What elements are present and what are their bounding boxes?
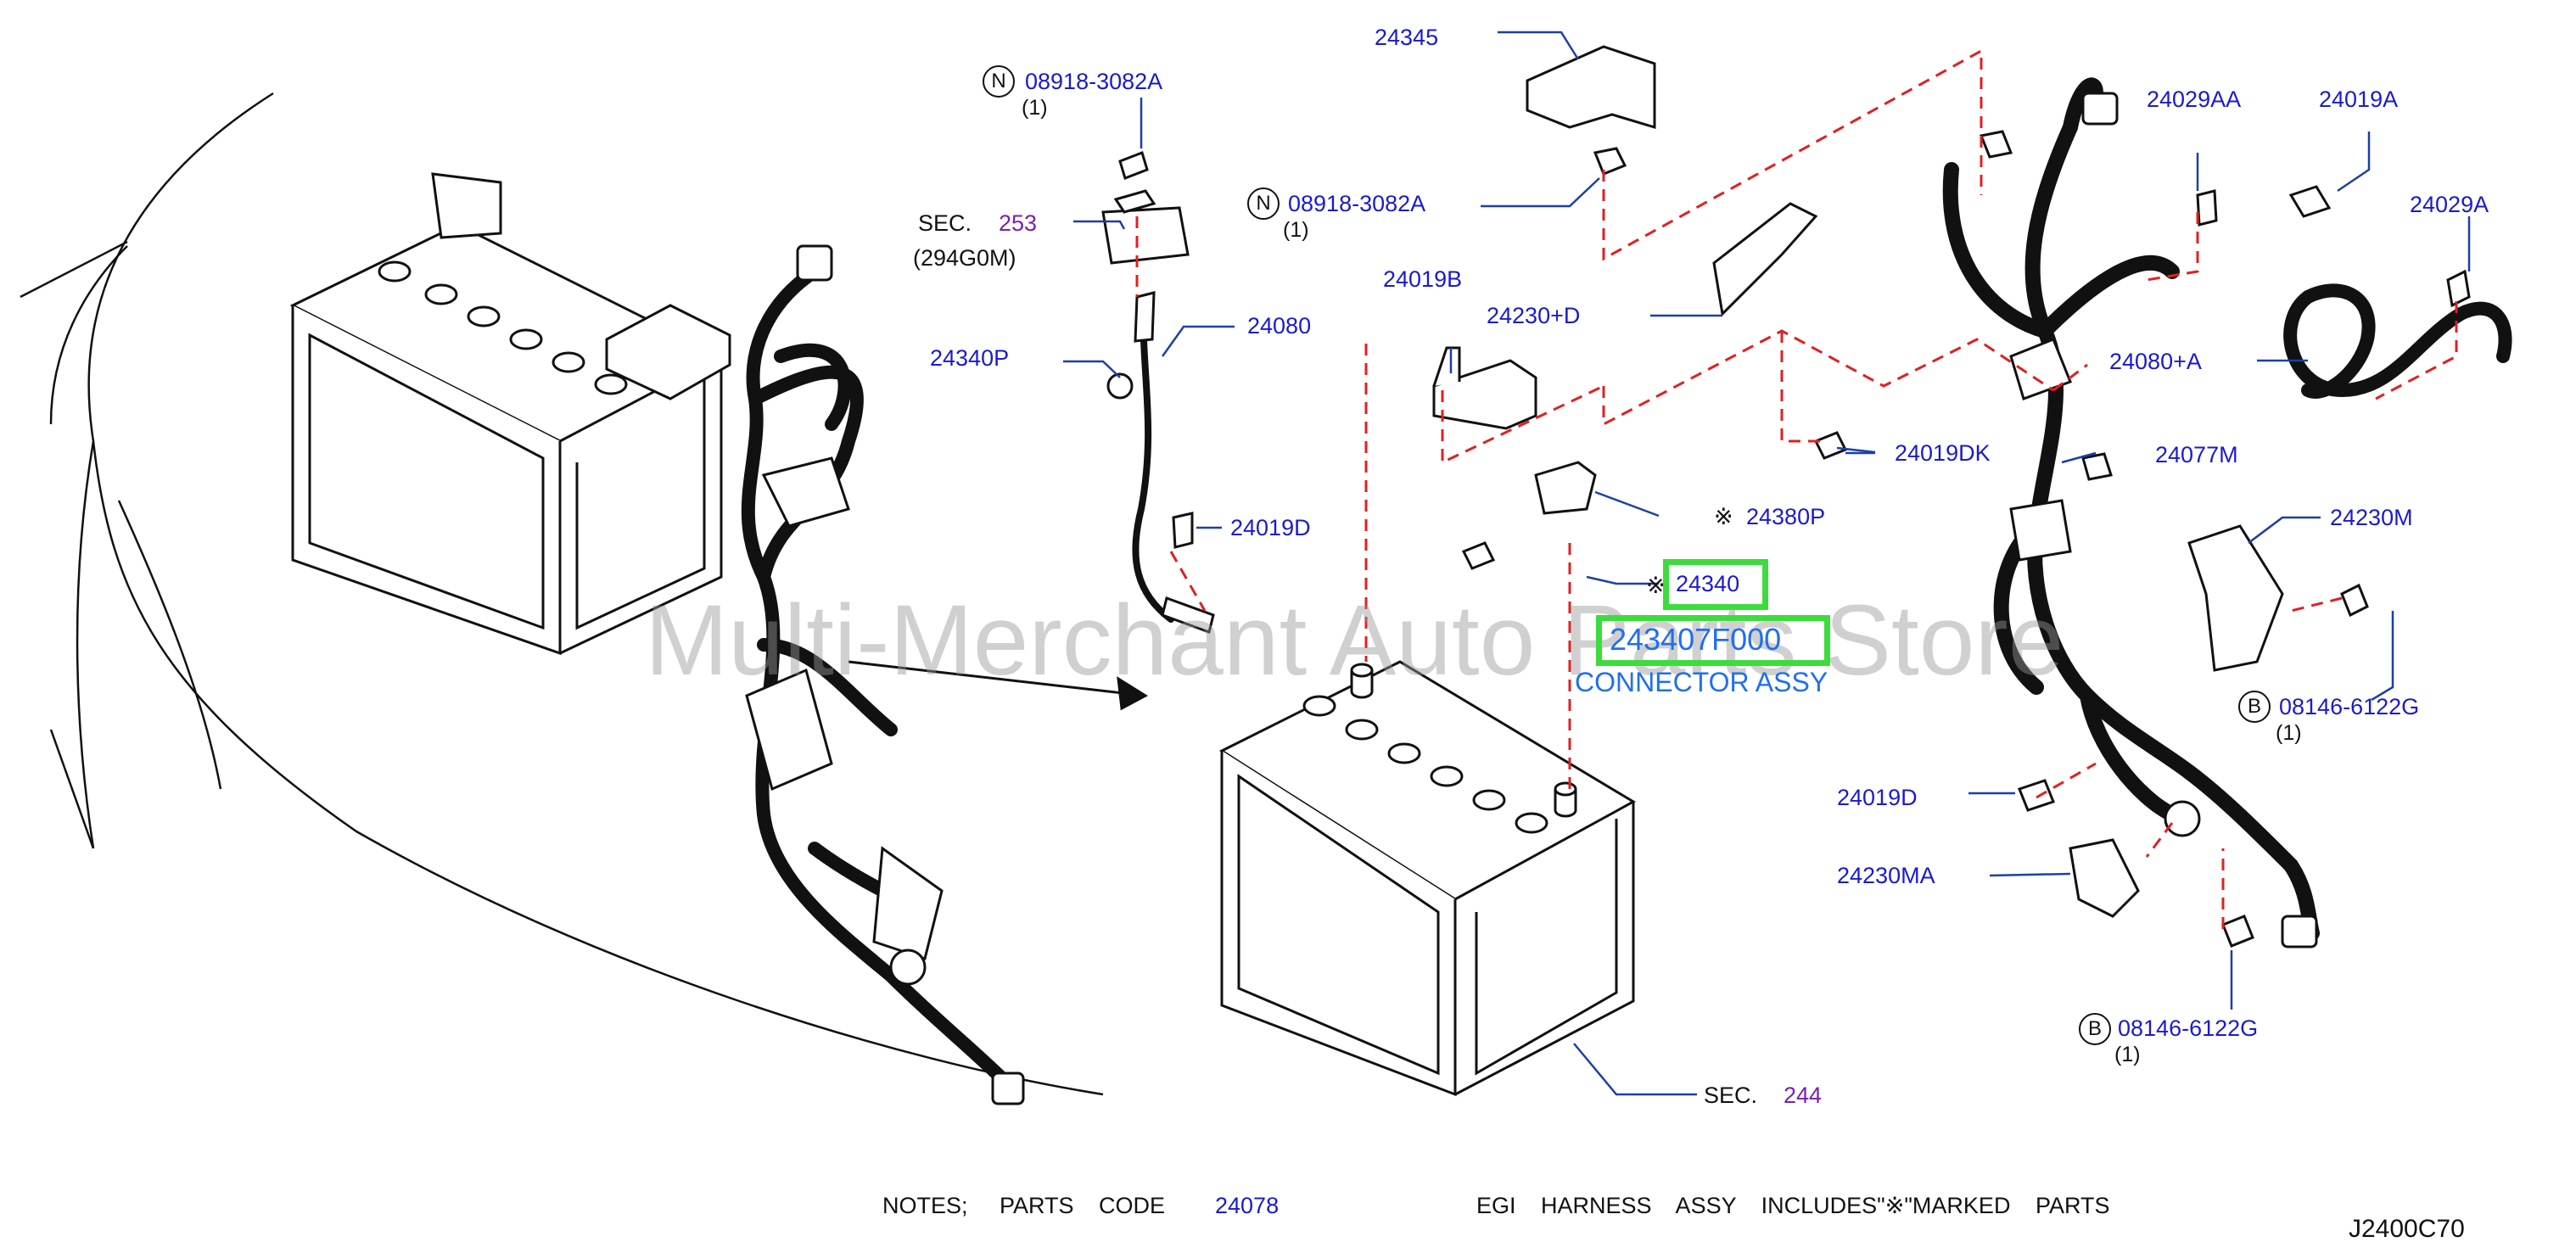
left-battery <box>289 172 731 656</box>
part-label-24380p[interactable]: 24380P <box>1746 504 1826 529</box>
sec-ref-prefix: SEC. <box>918 210 972 236</box>
sec-ref-244[interactable]: 244 <box>1784 1083 1823 1108</box>
part-label-24019d[interactable]: 24019D <box>1230 515 1311 540</box>
qty-label: (1) <box>2276 721 2302 745</box>
mark-symbol: ※ <box>1714 504 1733 529</box>
part-label-24029a[interactable]: 24029A <box>2410 192 2489 217</box>
diagram-code: J2400C70 <box>2349 1215 2465 1243</box>
leader-lines <box>1063 31 2471 1096</box>
highlight-box-catalog <box>1596 615 1830 666</box>
part-label-24029aa[interactable]: 24029AA <box>2147 87 2242 112</box>
part-label-08146-6122g[interactable]: 08146-6122G <box>2279 694 2420 719</box>
highlight-box-part <box>1663 559 1768 610</box>
sec-ref-sub: (294G0M) <box>913 245 1016 271</box>
part-description: CONNECTOR ASSY <box>1575 667 1828 697</box>
part-label-24019a[interactable]: 24019A <box>2319 87 2399 112</box>
part-label-24230m[interactable]: 24230M <box>2330 505 2413 530</box>
part-label-24077m[interactable]: 24077M <box>2155 442 2238 467</box>
part-label-08918-3082a-2[interactable]: 08918-3082A <box>1288 191 1426 216</box>
qty-label: (1) <box>1022 96 1048 120</box>
part-label-24230-d[interactable]: 24230+D <box>1487 303 1581 328</box>
part-label-24019b[interactable]: 24019B <box>1383 266 1463 292</box>
watermark: Multi-Merchant Auto Parts Store <box>645 585 2064 697</box>
b-symbol: B <box>2238 691 2271 723</box>
part-label-24340[interactable]: 24340 <box>1676 571 1740 596</box>
parts-code[interactable]: 24078 <box>1215 1193 1280 1218</box>
cable-24080 <box>1132 336 1174 623</box>
parts-code-label: PARTS CODE <box>1000 1193 1166 1218</box>
qty-label: (1) <box>2114 1043 2141 1066</box>
b-symbol: B <box>2079 1013 2111 1045</box>
part-label-24230ma[interactable]: 24230MA <box>1837 863 1935 888</box>
n-symbol: N <box>1247 187 1280 220</box>
notes-label: NOTES; <box>882 1193 968 1218</box>
mark-symbol: ※ <box>1646 573 1666 598</box>
arrow <box>848 660 1148 711</box>
part-label-24019dk[interactable]: 24019DK <box>1895 440 1991 466</box>
catalog-number[interactable]: 243407F000 <box>1610 622 1782 657</box>
harness-note: EGI HARNESS ASSY INCLUDES"※"MARKED PARTS <box>1476 1193 2110 1218</box>
part-label-24080[interactable]: 24080 <box>1247 313 1312 339</box>
part-label-08918-3082a[interactable]: 08918-3082A <box>1025 69 1163 94</box>
right-harness <box>1942 77 2320 941</box>
sec-ref-253[interactable]: 253 <box>999 210 1038 236</box>
qty-label: (1) <box>1283 218 1309 242</box>
center-battery <box>1218 660 1637 1097</box>
body-outline <box>20 92 1104 1096</box>
part-label-24340p[interactable]: 24340P <box>930 345 1010 371</box>
part-label-08146-6122g-2[interactable]: 08146-6122G <box>2118 1016 2259 1041</box>
part-label-24019d-2[interactable]: 24019D <box>1837 785 1918 810</box>
sec-ref-prefix-2: SEC. <box>1704 1083 1758 1108</box>
part-label-24345[interactable]: 24345 <box>1375 25 1439 50</box>
guide-lines <box>1135 48 2458 929</box>
n-symbol: N <box>983 65 1015 98</box>
part-label-24080-a[interactable]: 24080+A <box>2109 349 2202 374</box>
